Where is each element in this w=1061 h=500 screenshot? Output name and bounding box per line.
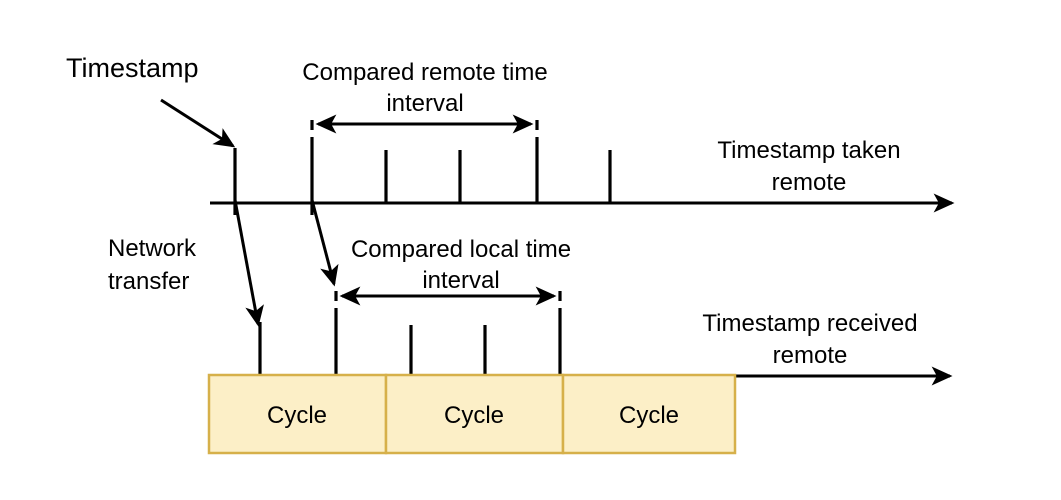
timestamp-taken-remote-label-line1: Timestamp taken	[717, 137, 900, 164]
cycle-box-1[interactable]	[207, 373, 388, 455]
cycle-label-1: Cycle	[267, 402, 327, 429]
compared-local-interval-label-line2: interval	[422, 267, 499, 294]
timestamp-received-remote-label-line2: remote	[773, 342, 848, 369]
compared-remote-interval-label-line2: interval	[386, 90, 463, 117]
network-transfer-arrow-2	[310, 199, 339, 287]
cycle-label-3: Cycle	[619, 402, 679, 429]
network-transfer-arrows	[233, 199, 339, 327]
timestamp-pointer-arrow	[160, 98, 236, 148]
remote-received-timeline	[258, 286, 953, 386]
cycle-box-2[interactable]	[384, 373, 565, 455]
cycle-boxes: Cycle Cycle Cycle	[207, 373, 737, 455]
cycle-box-3[interactable]	[561, 373, 737, 455]
timestamp-taken-remote-label-line2: remote	[772, 169, 847, 196]
remote-taken-timeline	[210, 114, 955, 215]
network-transfer-label-line1: Network	[108, 235, 197, 262]
compared-local-interval-label-line1: Compared local time	[351, 236, 571, 263]
timestamp-label: Timestamp	[66, 53, 199, 83]
compared-remote-interval-label-line1: Compared remote time	[302, 59, 547, 86]
network-transfer-label-line2: transfer	[108, 268, 189, 295]
network-transfer-arrow-1	[233, 199, 264, 327]
timestamp-received-remote-label-line1: Timestamp received	[702, 310, 917, 337]
cycle-label-2: Cycle	[444, 402, 504, 429]
